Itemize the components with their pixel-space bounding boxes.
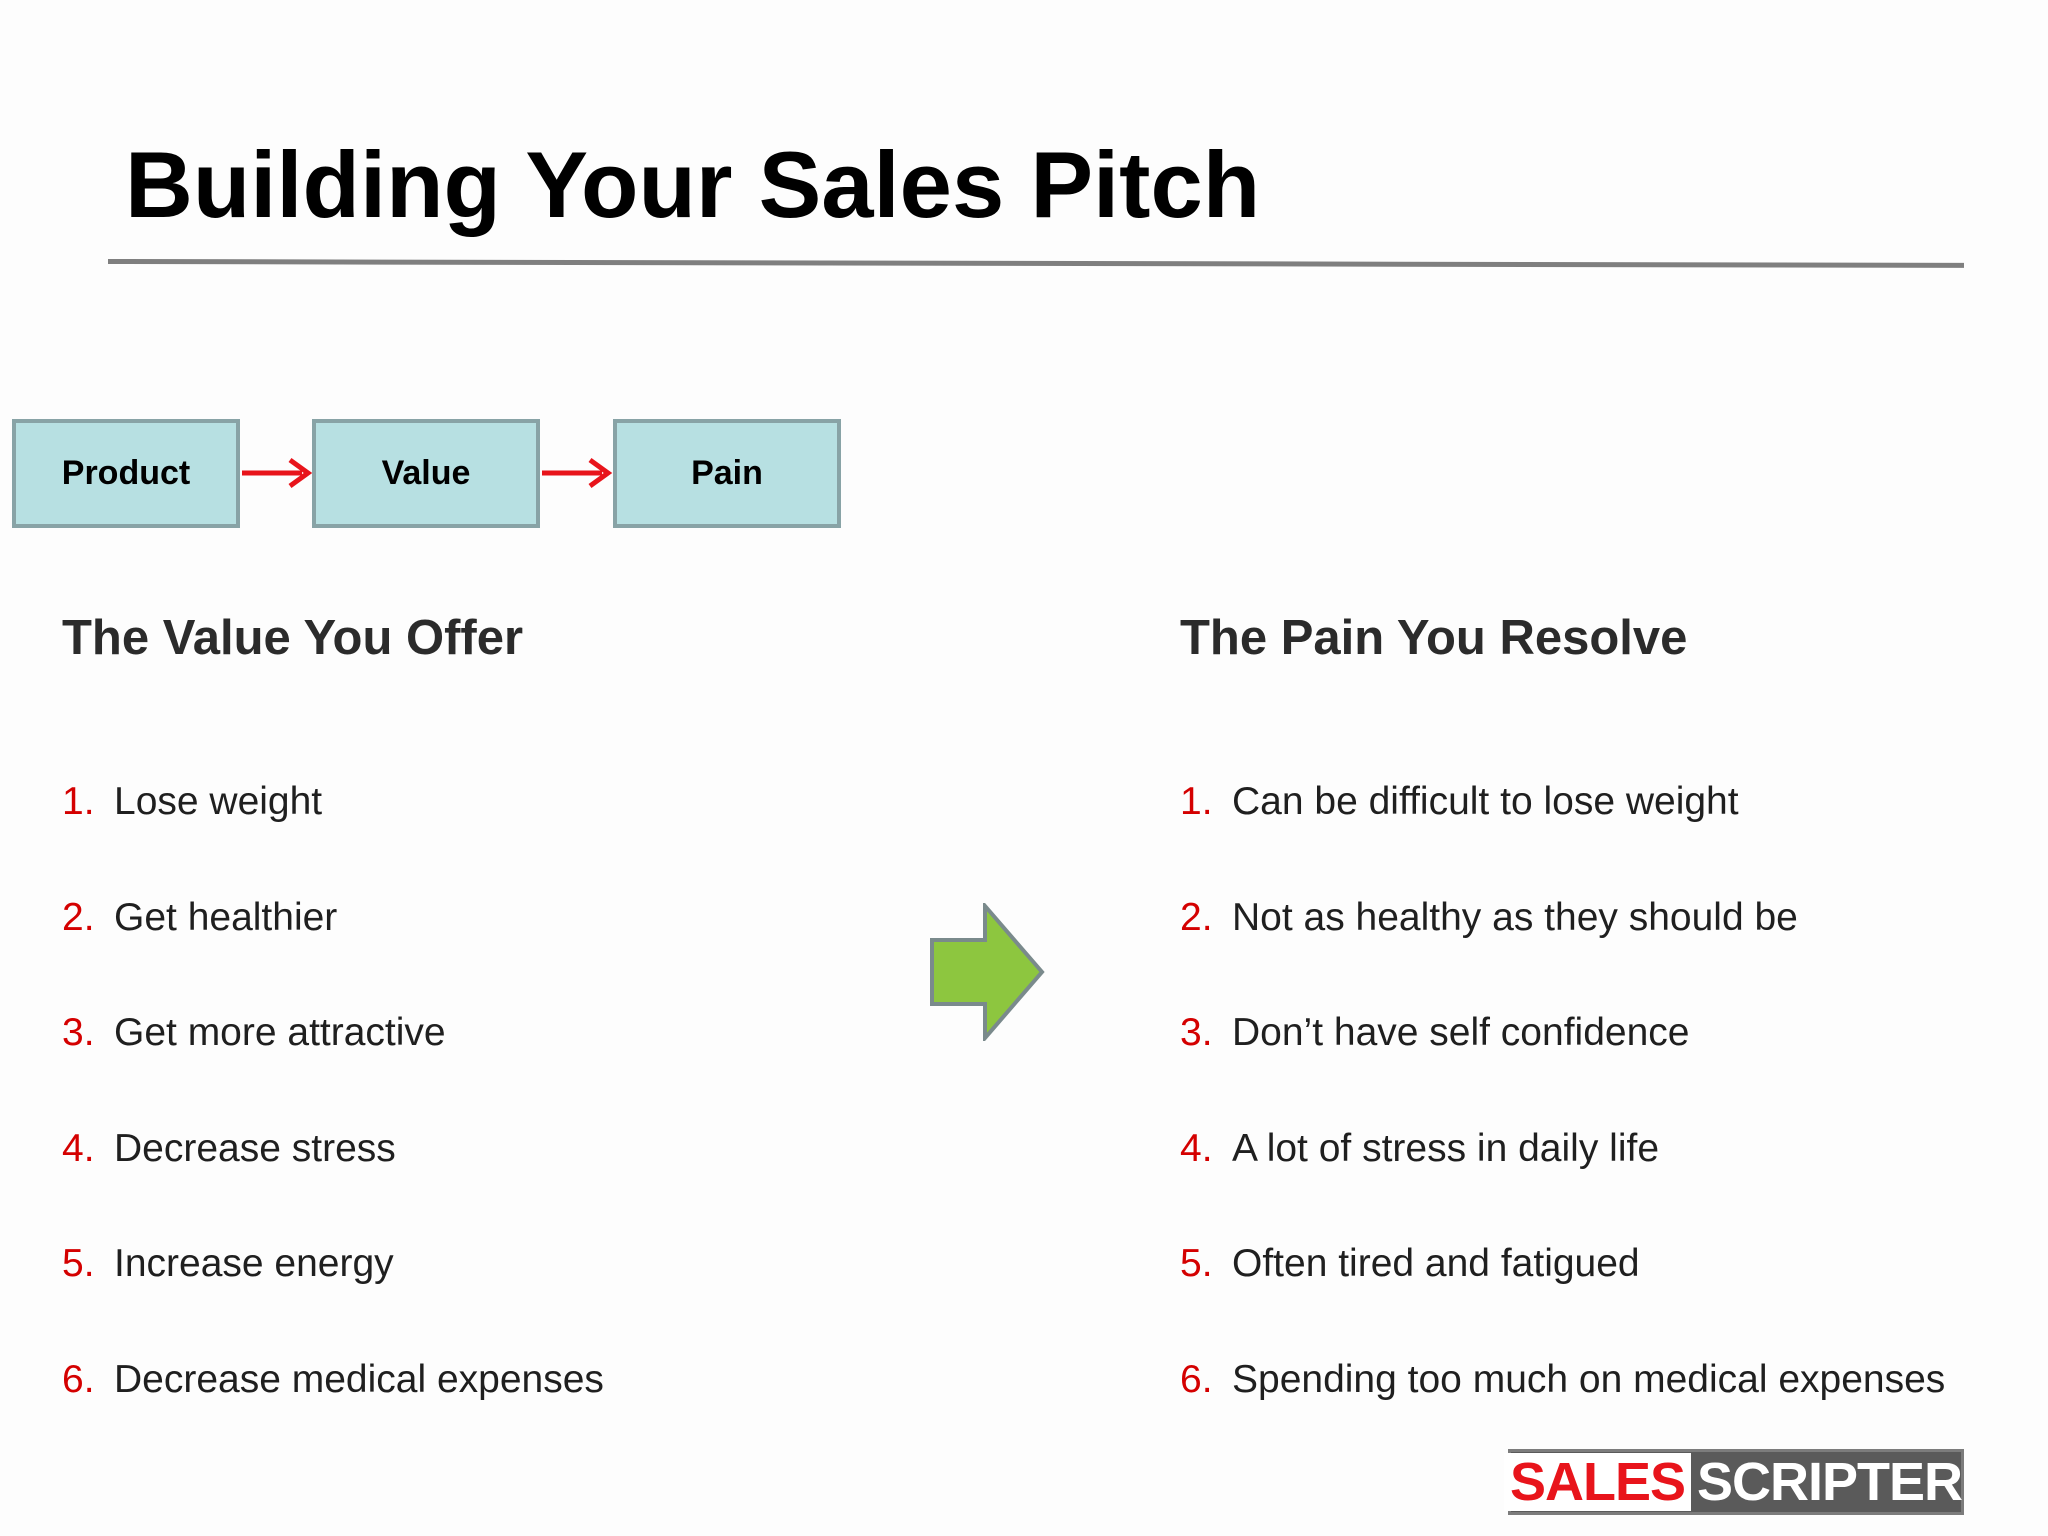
list-item: 5. Often tired and fatigued [1180, 1242, 1945, 1358]
green-block-arrow-icon [930, 903, 1045, 1041]
list-text: Lose weight [114, 780, 323, 823]
flow-box-pain: Pain [613, 419, 841, 528]
list-number: 5. [1180, 1242, 1213, 1285]
list-number: 2. [1180, 895, 1213, 939]
list-text: Not as healthy as they should be [1232, 895, 1798, 939]
list-text: Decrease medical expenses [114, 1357, 604, 1401]
list-item: 6. Decrease medical expenses [62, 1358, 604, 1474]
list-item: 6. Spending too much on medical expenses [1180, 1358, 1945, 1474]
value-heading: The Value You Offer [62, 611, 524, 665]
list-item: 1. Can be difficult to lose weight [1180, 780, 1945, 896]
list-text: A lot of stress in daily life [1232, 1126, 1660, 1170]
pain-heading: The Pain You Resolve [1180, 611, 1688, 665]
list-number: 1. [62, 780, 95, 823]
list-number: 3. [62, 1011, 95, 1054]
list-item: 3. Don’t have self confidence [1180, 1011, 1945, 1127]
list-number: 6. [62, 1357, 95, 1401]
value-list: 1. Lose weight 2. Get healthier 3. Get more… [62, 780, 604, 1473]
list-item: 4. A lot of stress in daily life [1180, 1127, 1945, 1243]
list-text: Don’t have self confidence [1232, 1011, 1690, 1054]
list-text: Get healthier [114, 895, 338, 939]
red-right-arrow-icon [542, 457, 613, 489]
list-item: 5. Increase energy [62, 1242, 604, 1358]
list-text: Can be difficult to lose weight [1232, 780, 1739, 823]
list-number: 6. [1180, 1357, 1213, 1401]
list-number: 2. [62, 895, 95, 939]
logo-scripter-text: SCRIPTER [1697, 1452, 1963, 1512]
slide-title: Building Your Sales Pitch [125, 132, 1261, 237]
flow-box-value: Value [312, 419, 540, 528]
list-number: 1. [1180, 780, 1213, 823]
pain-list: 1. Can be difficult to lose weight 2. Not … [1180, 780, 1945, 1473]
list-number: 5. [62, 1242, 95, 1285]
list-number: 4. [1180, 1126, 1213, 1170]
list-item: 4. Decrease stress [62, 1127, 604, 1243]
list-number: 4. [62, 1126, 95, 1170]
flow-box-product: Product [12, 419, 240, 528]
logo-sales-text: SALES [1503, 1453, 1691, 1511]
list-item: 2. Not as healthy as they should be [1180, 896, 1945, 1012]
list-item: 2. Get healthier [62, 896, 604, 1012]
list-number: 3. [1180, 1011, 1213, 1054]
red-right-arrow-icon [242, 457, 313, 489]
list-text: Decrease stress [114, 1126, 396, 1170]
list-item: 3. Get more attractive [62, 1011, 604, 1127]
list-text: Increase energy [114, 1242, 394, 1285]
list-text: Often tired and fatigued [1232, 1242, 1640, 1285]
list-text: Get more attractive [114, 1011, 446, 1054]
title-divider [107, 259, 1965, 268]
list-item: 1. Lose weight [62, 780, 604, 896]
list-text: Spending too much on medical expenses [1232, 1357, 1946, 1401]
